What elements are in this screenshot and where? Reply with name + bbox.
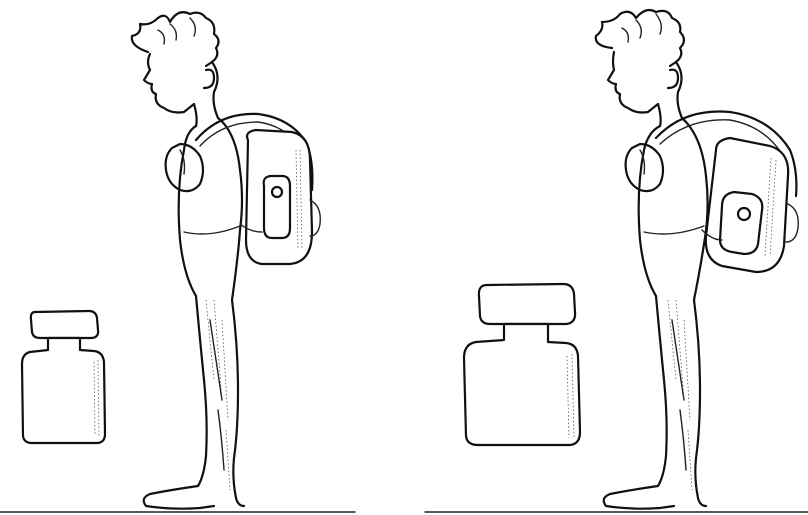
right-panel [425,10,808,512]
left-backpack [196,114,320,264]
right-large-weight [464,284,580,445]
left-panel [0,12,355,512]
left-small-weight [22,311,105,443]
left-person [132,12,244,508]
right-backpack [656,112,798,272]
right-person [596,10,708,509]
